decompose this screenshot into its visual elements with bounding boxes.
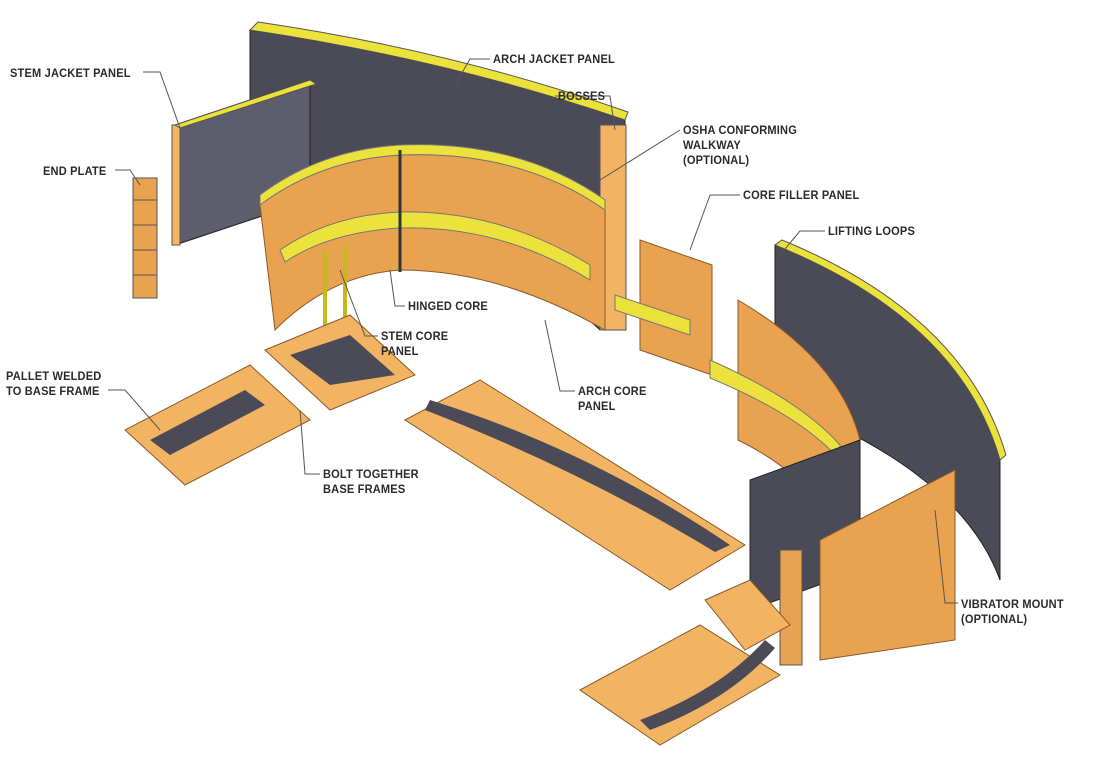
- label-line: PANEL: [381, 344, 419, 358]
- label-line: (OPTIONAL): [683, 153, 750, 167]
- base-frames: [124, 314, 791, 746]
- label-line: (OPTIONAL): [961, 612, 1028, 626]
- label-line: STEM CORE: [381, 329, 449, 343]
- label-stem-jacket-panel: STEM JACKET PANEL: [10, 66, 131, 80]
- label-bosses: BOSSES: [558, 89, 606, 103]
- label-arch-jacket-panel: ARCH JACKET PANEL: [493, 52, 615, 66]
- label-lifting-loops: LIFTING LOOPS: [828, 224, 916, 238]
- label-hinged-core: HINGED CORE: [408, 299, 488, 313]
- label-end-plate: END PLATE: [43, 164, 107, 178]
- core-panel-assembly: [259, 144, 606, 332]
- right-arch-assembly: [709, 239, 1007, 666]
- label-line: TO BASE FRAME: [6, 384, 100, 398]
- label-line: OSHA CONFORMING: [683, 123, 797, 137]
- label-line: PALLET WELDED: [6, 369, 102, 383]
- label-core-filler-panel: CORE FILLER PANEL: [743, 188, 860, 202]
- label-line: BOLT TOGETHER: [323, 467, 419, 481]
- label-line: ARCH CORE: [578, 384, 647, 398]
- core-filler-panel: [614, 239, 713, 376]
- label-line: PANEL: [578, 399, 616, 413]
- label-line: VIBRATOR MOUNT: [961, 597, 1064, 611]
- label-line: WALKWAY: [683, 138, 741, 152]
- leader-lines: [108, 58, 958, 604]
- label-line: BASE FRAMES: [323, 482, 406, 496]
- end-plate: [132, 177, 158, 299]
